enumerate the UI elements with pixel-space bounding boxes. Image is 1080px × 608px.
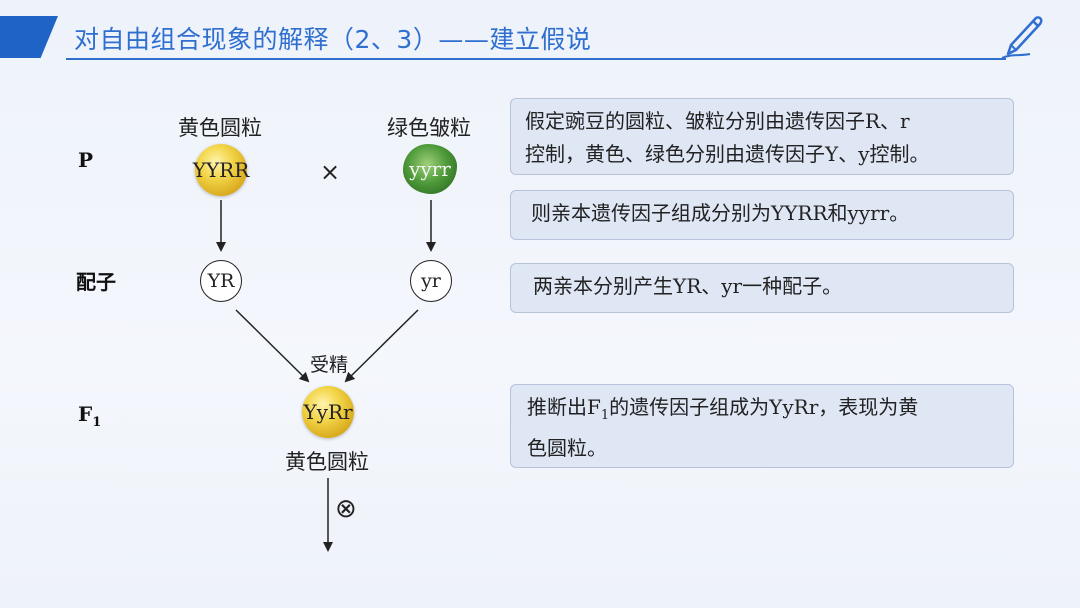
cross-symbol: × [320,158,341,186]
box4-line2: 色圆粒。 [527,436,607,460]
fertilization-label: 受精 [310,354,349,376]
explanation-box-1: 假定豌豆的圆粒、皱粒分别由遗传因子R、r 控制，黄色、绿色分别由遗传因子Y、y控… [510,98,1014,175]
parent-left-pea: YYRR [192,144,250,196]
parent-right-genotype: yyrr [409,157,451,181]
box1-line1: 假定豌豆的圆粒、皱粒分别由遗传因子R、r [525,109,910,133]
explanation-box-4: 推断出F1的遗传因子组成为YyRr，表现为黄 色圆粒。 [510,384,1014,468]
parent-right-label: 绿色皱粒 [387,116,471,140]
f1-label: 黄色圆粒 [285,450,369,474]
parent-right-pea: yyrr [403,144,457,194]
row-label-p: P [78,148,94,172]
box3-text: 两亲本分别产生YR、yr一种配子。 [533,274,843,298]
box2-text: 则亲本遗传因子组成分别为YYRR和yyrr。 [531,201,910,225]
row-label-f1: F1 [78,402,102,430]
title-bar: 对自由组合现象的解释（2、3）——建立假说 [0,0,1080,62]
explanation-box-2: 则亲本遗传因子组成分别为YYRR和yyrr。 [510,190,1014,240]
arrow-left-gamete-to-f1 [235,309,310,383]
title-underline [66,58,1006,60]
gamete-left: YR [200,260,242,302]
arrow-right-gamete-to-f1 [344,309,419,383]
parent-left-genotype: YYRR [192,158,250,182]
f1-genotype: YyRr [303,400,353,424]
gamete-right: yr [410,260,452,302]
self-cross-symbol: ⊗ [335,494,357,524]
f1-pea: YyRr [302,386,354,438]
box1-line2: 控制，黄色、绿色分别由遗传因子Y、y控制。 [525,142,930,166]
box4-line1: 推断出F1的遗传因子组成为YyRr，表现为黄 [527,395,919,423]
pen-icon [1001,16,1043,59]
explanation-box-3: 两亲本分别产生YR、yr一种配子。 [510,263,1014,313]
page-title: 对自由组合现象的解释（2、3）——建立假说 [74,25,592,54]
parent-left-label: 黄色圆粒 [178,116,262,140]
row-label-gametes: 配子 [76,270,116,294]
